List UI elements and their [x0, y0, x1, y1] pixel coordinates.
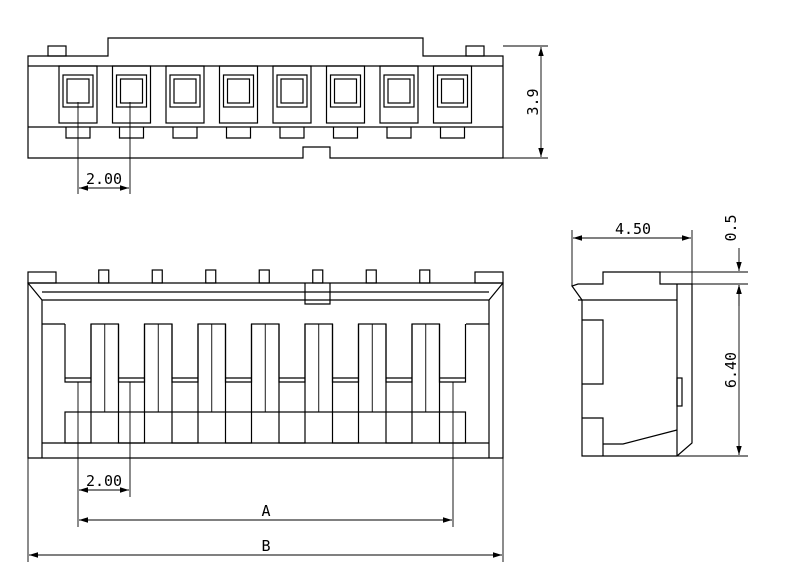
side-view-bottom-chamfer [603, 429, 678, 445]
front-lower-pocket [117, 411, 146, 444]
top-cavity-window-outer [383, 74, 415, 108]
front-lower-pocket [171, 411, 199, 444]
dim-b-label: B [261, 537, 270, 555]
top-view-left-latch [47, 45, 67, 57]
top-cavity-notch [118, 127, 145, 139]
side-width-label: 4.50 [615, 220, 651, 238]
top-view-cavities [58, 65, 473, 139]
top-cavity-window-inner [226, 78, 251, 104]
front-top-boss [151, 269, 163, 284]
front-top-boss [312, 269, 324, 284]
top-view: 3.9 2.00 [27, 37, 548, 194]
front-top-boss [365, 269, 377, 284]
top-cavity [111, 65, 152, 124]
front-contact-slot [385, 324, 413, 383]
top-view-right-latch [465, 45, 485, 57]
top-cavity-window-outer [169, 74, 201, 108]
dim-a-label: A [261, 502, 270, 520]
top-cavity-window-inner [119, 78, 144, 104]
top-cavity [432, 65, 473, 124]
side-view-outline [571, 271, 693, 457]
top-cavity-notch [172, 127, 198, 139]
front-lower-pocket [385, 411, 413, 444]
side-view: 4.50 0.5 6.40 [571, 214, 748, 457]
front-view-left-latch [27, 271, 57, 284]
top-cavity-window-outer [276, 74, 308, 108]
top-cavity-window-outer [436, 74, 469, 108]
top-cavity [165, 65, 205, 124]
top-cavity [325, 65, 366, 124]
top-cavity-window-inner [173, 78, 197, 104]
front-pitch-label: 2.00 [86, 472, 122, 490]
top-cavity-window-outer [115, 74, 148, 108]
front-view-right-latch [474, 271, 504, 284]
top-pitch-label: 2.00 [86, 170, 122, 188]
front-contact-slot [171, 324, 199, 383]
front-top-boss [419, 269, 431, 284]
top-height-label: 3.9 [524, 88, 542, 115]
top-cavity-window-outer [222, 74, 255, 108]
top-cavity-notch [225, 127, 252, 139]
front-lower-pocket [331, 411, 360, 444]
top-cavity-notch [386, 127, 412, 139]
top-cavity-notch [279, 127, 305, 139]
front-lower-pocket [438, 411, 467, 444]
front-contact-slot [331, 324, 360, 383]
top-cavity-notch [332, 127, 359, 139]
top-cavity [379, 65, 419, 124]
front-contact-slot [278, 324, 306, 383]
front-view: 2.00 A B [27, 269, 504, 562]
top-view-outline [27, 37, 504, 159]
top-cavity [218, 65, 259, 124]
top-cavity-window-outer [329, 74, 362, 108]
top-cavity-window-inner [440, 78, 465, 104]
top-cavity-window-inner [387, 78, 411, 104]
front-contact-slot [64, 324, 92, 383]
top-cavity-window-inner [333, 78, 358, 104]
top-cavity-window-inner [280, 78, 304, 104]
side-height-label: 6.40 [722, 352, 740, 388]
front-view-contact-slots [42, 323, 489, 444]
top-cavity-window-inner [66, 78, 90, 104]
front-lower-pocket [224, 411, 253, 444]
front-contact-slot [224, 324, 253, 383]
front-top-boss [205, 269, 217, 284]
front-view-top-chamfer [27, 282, 504, 301]
front-top-boss [98, 269, 110, 284]
top-cavity [272, 65, 312, 124]
side-top-label: 0.5 [722, 214, 740, 241]
front-contact-slot [117, 324, 146, 383]
side-view-front-step [582, 319, 604, 385]
side-view-lock-bump [676, 377, 683, 407]
front-view-center-key [304, 283, 331, 305]
front-lower-pocket [278, 411, 306, 444]
front-top-boss [258, 269, 270, 284]
front-contact-slot [438, 324, 467, 383]
front-view-top-bosses [98, 269, 431, 284]
side-view-lower-step [582, 417, 604, 456]
top-cavity-notch [439, 127, 466, 139]
